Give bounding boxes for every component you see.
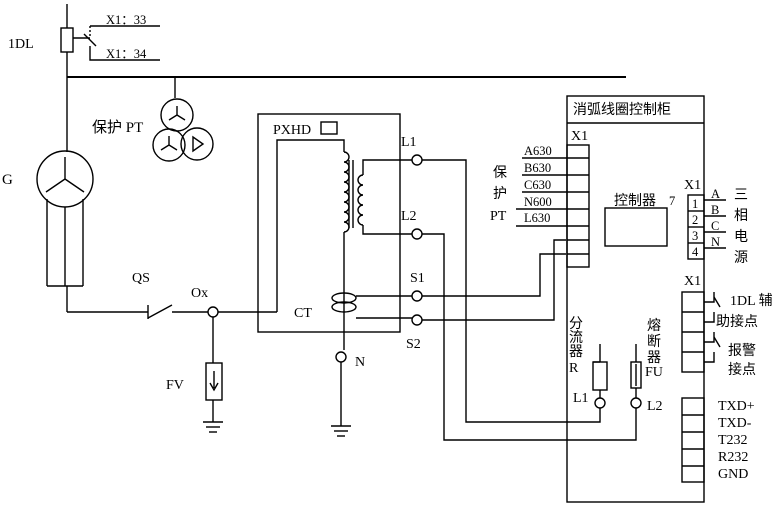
- label-ox: Ox: [191, 286, 208, 301]
- control-cabinet: [566, 95, 705, 503]
- power-label-2: 相: [734, 208, 748, 224]
- power-phase-n: N: [711, 235, 720, 249]
- power-phase-c: C: [711, 219, 719, 233]
- power-terminal-strip: [687, 194, 726, 260]
- label-fv: FV: [166, 378, 184, 393]
- comm-terminal-strip: [681, 397, 705, 483]
- label-l1: L1: [401, 135, 417, 150]
- label-s1: S1: [410, 271, 425, 286]
- shunt-label-2: 流: [569, 330, 583, 346]
- power-label-1: 三: [734, 188, 748, 203]
- cabinet-title: 消弧线圈控制柜: [573, 102, 671, 118]
- aux-alarm-terminal-strip: [681, 291, 721, 373]
- qs-disconnector: [67, 304, 208, 319]
- left-terminal-strip: [566, 144, 590, 268]
- terminal-s1: [411, 290, 423, 302]
- transformer-g-symbol: [36, 150, 94, 312]
- label-qs: QS: [132, 271, 150, 286]
- label-x1-aux: X1: [684, 274, 701, 289]
- breaker-1dl: [60, 27, 74, 53]
- power-num-3: 3: [692, 229, 698, 243]
- external-wiring: [422, 159, 637, 441]
- label-ct: CT: [294, 306, 312, 321]
- power-phase-a: A: [711, 187, 720, 201]
- label-l2: L2: [401, 209, 417, 224]
- shunt-resistor-r: [592, 344, 608, 398]
- comm-txd-plus: TXD+: [718, 399, 755, 414]
- fuse-fu: [630, 344, 642, 398]
- fuse-label-4: FU: [645, 365, 663, 380]
- label-g: G: [2, 172, 13, 188]
- label-x1-33: X1：33: [106, 13, 146, 27]
- power-num-1: 1: [692, 197, 698, 211]
- alarm-label-1: 报警: [728, 343, 756, 359]
- label-x1-left: X1: [571, 129, 588, 144]
- protection-pt-symbol: [152, 77, 214, 162]
- inner-terminal-l2: [630, 397, 642, 409]
- label-pxhd: PXHD: [273, 123, 311, 138]
- label-controller: 控制器: [614, 193, 656, 209]
- shunt-label-1: 分: [569, 316, 583, 332]
- node-ox: [207, 306, 219, 318]
- power-phase-b: B: [711, 203, 719, 217]
- label-pt-char-3: PT: [490, 209, 507, 224]
- power-label-4: 源: [734, 250, 748, 266]
- ground-n: [331, 362, 351, 437]
- label-protection-pt: 保护 PT: [92, 119, 143, 136]
- pxhd-box: [257, 113, 401, 333]
- fuse-label-3: 器: [647, 351, 661, 366]
- comm-t232: T232: [718, 433, 748, 448]
- shunt-label-3: 器: [569, 345, 583, 360]
- terminal-b630: B630: [524, 161, 551, 175]
- terminal-l630: L630: [524, 211, 550, 225]
- inner-label-l2: L2: [647, 399, 663, 414]
- comm-gnd: GND: [718, 467, 748, 482]
- controller-box: [604, 207, 668, 247]
- power-num-4: 4: [692, 245, 699, 259]
- label-controller-num: 7: [669, 194, 675, 208]
- terminal-c630: C630: [524, 178, 551, 192]
- comm-r232: R232: [718, 450, 748, 465]
- label-n: N: [355, 355, 365, 370]
- label-pt-char-1: 保: [493, 165, 507, 181]
- comm-txd-minus: TXD-: [718, 416, 752, 431]
- fuse-label-2: 断: [647, 334, 661, 350]
- terminal-n600: N600: [524, 195, 552, 209]
- inner-label-l1: L1: [573, 391, 589, 406]
- shunt-label-4: R: [569, 361, 579, 376]
- label-x1-34: X1：34: [106, 47, 147, 61]
- pxhd-small-box: [320, 121, 338, 135]
- terminal-l2: [411, 228, 423, 240]
- label-x1-power: X1: [684, 178, 701, 193]
- fuse-label-1: 熔: [647, 318, 661, 334]
- terminal-s2: [411, 314, 423, 326]
- aux-label-2: 助接点: [716, 313, 758, 330]
- label-s2: S2: [406, 337, 421, 352]
- pt-input-lines: [516, 157, 567, 227]
- label-pt-char-2: 护: [493, 186, 507, 202]
- terminal-a630: A630: [524, 144, 552, 158]
- alarm-label-2: 接点: [728, 361, 756, 378]
- inner-terminal-l1: [594, 397, 606, 409]
- node-n: [335, 351, 347, 363]
- aux-contact-lines: [73, 25, 160, 61]
- pxhd-inner-wiring: [276, 139, 412, 350]
- aux-label-1: 1DL 辅: [730, 293, 773, 309]
- fv-arrester: [203, 317, 223, 433]
- power-label-3: 电: [734, 229, 748, 245]
- power-num-2: 2: [692, 213, 698, 227]
- terminal-l1: [411, 154, 423, 166]
- label-1dl: 1DL: [8, 37, 34, 52]
